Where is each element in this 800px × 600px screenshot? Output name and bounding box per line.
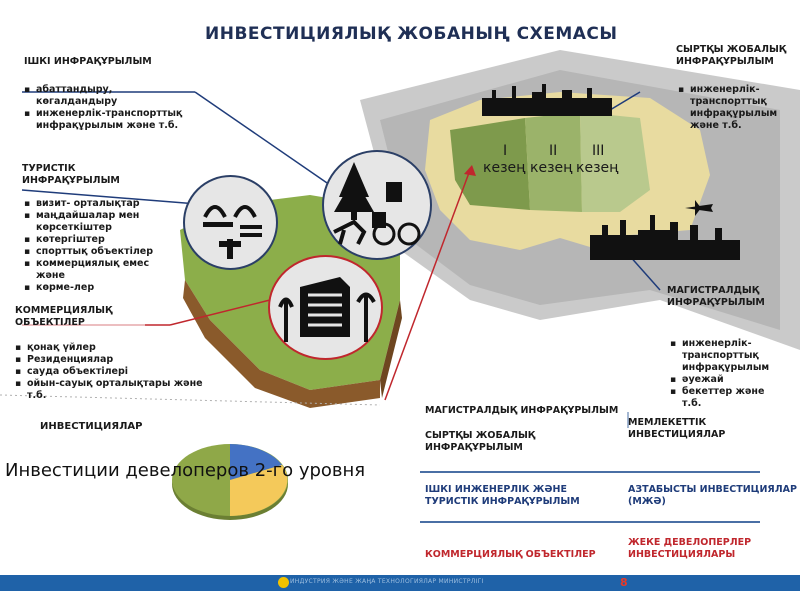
stage-3-label: кезең: [576, 160, 618, 176]
emblem-icon: [278, 577, 289, 588]
legend-external: СЫРТҚЫ ЖОБАЛЫҚ ИНФРАҚҰРЫЛЫМ: [425, 430, 595, 454]
investments-header: ИНВЕСТИЦИЯЛАР: [40, 421, 142, 433]
list-item: инженерлік-транспорттық инфрақұрылым: [670, 338, 780, 374]
internal-infra-list: абаттандыру, көгалдандыру инженерлік-тра…: [24, 84, 189, 132]
factory-icon: [482, 80, 612, 116]
list-item: көрме-лер: [24, 282, 164, 294]
pie-caption: Инвестиции девелоперов 2-го уровня: [5, 460, 365, 481]
list-item: спорттық объектілер: [24, 246, 164, 258]
list-item: ойын-сауық орталықтары және т.б.: [15, 378, 205, 402]
internal-infra-header: ІШКІ ИНФРАҚҰРЫЛЫМ: [24, 56, 152, 68]
fountain-icon: [183, 175, 278, 270]
airplane-icon: [685, 198, 713, 218]
legend-trunk: МАГИСТРАЛДЫҚ ИНФРАҚҰРЫЛЫМ: [425, 405, 618, 417]
external-infra-header: СЫРТҚЫ ЖОБАЛЫҚ ИНФРАҚҰРЫЛЫМ: [676, 44, 800, 68]
list-item: Резиденциялар: [15, 354, 205, 366]
tourist-infra-header: ТУРИСТІК ИНФРАҚҰРЫЛЫМ: [22, 163, 152, 187]
list-item: бекеттер және т.б.: [670, 386, 780, 410]
list-item: визит- орталықтар: [24, 198, 164, 210]
legend-state: МЕМЛЕКЕТТІК ИНВЕСТИЦИЯЛАР: [628, 417, 758, 441]
legend-internal-tourist: ІШКІ ИНЖЕНЕРЛІК ЖӘНЕ ТУРИСТІК ИНФРАҚҰРЫЛ…: [425, 484, 615, 508]
list-item: абаттандыру, көгалдандыру: [24, 84, 189, 108]
industrial-city-icon: [590, 210, 740, 260]
list-item: инженерлік-транспорттық инфрақұрылым жән…: [678, 84, 798, 132]
commercial-header: КОММЕРЦИЯЛЫҚ ОБЪЕКТІЛЕР: [15, 305, 145, 329]
footer-text: ИНДУСТРИЯ ЖӘНЕ ЖАҢА ТЕХНОЛОГИЯЛАР МИНИСТ…: [290, 578, 484, 585]
stage-1-label: кезең: [483, 160, 525, 176]
list-item: көтергіштер: [24, 234, 164, 246]
list-item: сауда объектілері: [15, 366, 205, 378]
legend-commercial: КОММЕРЦИЯЛЫҚ ОБЪЕКТІЛЕР: [425, 549, 596, 561]
tree-animal-icon: [322, 150, 432, 260]
list-item: инженерлік-транспорттық инфрақұрылым жән…: [24, 108, 189, 132]
list-item: маңдайшалар мен көрсеткіштер: [24, 210, 164, 234]
trunk-infra-header: МАГИСТРАЛДЫҚ ИНФРАҚҰРЫЛЫМ: [667, 285, 772, 309]
stage-2-label: кезең: [530, 160, 572, 176]
legend-private: ЖЕКЕ ДЕВЕЛОПЕРЛЕР ИНВЕСТИЦИЯЛАРЫ: [628, 537, 798, 561]
commercial-list: қонақ үйлер Резиденциялар сауда объектіл…: [15, 342, 205, 402]
stage-1-number: I: [503, 143, 507, 159]
legend-base-investments: АЗТАБЫСТЫ ИНВЕСТИЦИЯЛАР (МЖӘ): [628, 484, 798, 508]
list-item: әуежай: [670, 374, 780, 386]
list-item: қонақ үйлер: [15, 342, 205, 354]
external-infra-list: инженерлік-транспорттық инфрақұрылым жән…: [678, 84, 798, 132]
list-item: коммерциялық емес және: [24, 258, 164, 282]
footer-bar: ИНДУСТРИЯ ЖӘНЕ ЖАҢА ТЕХНОЛОГИЯЛАР МИНИСТ…: [0, 575, 800, 591]
stage-2-number: II: [549, 143, 557, 159]
trunk-infra-list: инженерлік-транспорттық инфрақұрылым әуе…: [670, 338, 780, 410]
tourist-infra-list: визит- орталықтар маңдайшалар мен көрсет…: [24, 198, 164, 294]
page-number: 8: [620, 576, 628, 589]
buildings-icon: [268, 255, 383, 360]
stage-3-number: III: [592, 143, 604, 159]
